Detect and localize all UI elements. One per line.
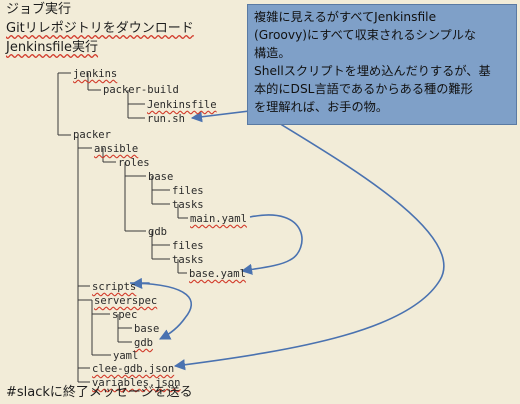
tree-node-serverspec: serverspec <box>94 295 158 307</box>
tree-node-jenkinsfile: Jenkinsfile <box>147 99 217 111</box>
tree-node-spec: spec <box>112 309 138 321</box>
tree-node-tasks-1: tasks <box>172 199 204 211</box>
arrow-to-clee-gdb <box>173 109 445 371</box>
tree-node-variables-json: variables.json <box>92 377 181 389</box>
header-git-download: Gitリレポジトリをダウンロード <box>6 21 194 36</box>
header-job-run: ジョブ実行 <box>6 2 72 17</box>
tree-node-run-sh: run.sh <box>147 113 185 125</box>
tree-node-gdb: gdb <box>148 226 167 238</box>
tree-node-base: base <box>148 171 174 183</box>
note-line: 複雑に見えるがすべてJenkinsfile <box>254 10 437 24</box>
note-line: (Groovy)にすべて収束されるシンプルな <box>254 28 477 42</box>
note-line: を理解れば、お手の物。 <box>254 100 389 114</box>
tree-node-scripts: scripts <box>92 281 137 293</box>
note-line: Shellスクリプトを埋め込んだりするが、基 <box>254 64 491 78</box>
note-line: 本的にDSL言語であるからある種の難形 <box>254 82 473 96</box>
tree-node-main-yaml: main.yaml <box>190 213 247 225</box>
note-line: 構造。 <box>254 46 291 60</box>
arrow-to-base-yaml <box>240 214 303 275</box>
note-box: 複雑に見えるがすべてJenkinsfile (Groovy)にすべて収束されるシ… <box>247 4 517 125</box>
tree-node-files-2: files <box>172 240 204 252</box>
tree-node-spec-gdb: gdb <box>134 337 153 349</box>
tree-node-jenkins: jenkins <box>73 68 118 80</box>
tree-node-packer: packer <box>73 129 111 141</box>
arrow-to-scripts <box>129 277 150 290</box>
tree-node-ansible: ansible <box>94 143 139 155</box>
tree-node-clee-gdb-json: clee-gdb.json <box>92 363 175 375</box>
header-jenkinsfile-run: Jenkinsfile実行 <box>6 40 99 55</box>
footer-slack-notify: #slackに終了メッセージを送る <box>6 385 193 400</box>
tree-node-files-1: files <box>172 185 204 197</box>
tree-node-tasks-2: tasks <box>172 254 204 266</box>
tree-node-roles: roles <box>118 157 150 169</box>
tree-node-packer-build: packer-build <box>103 84 179 96</box>
arrow-to-spec-gdb <box>134 282 193 340</box>
tree-node-base-yaml: base.yaml <box>189 268 246 280</box>
tree-node-spec-base: base <box>134 323 160 335</box>
tree-node-yaml: yaml <box>113 350 139 362</box>
